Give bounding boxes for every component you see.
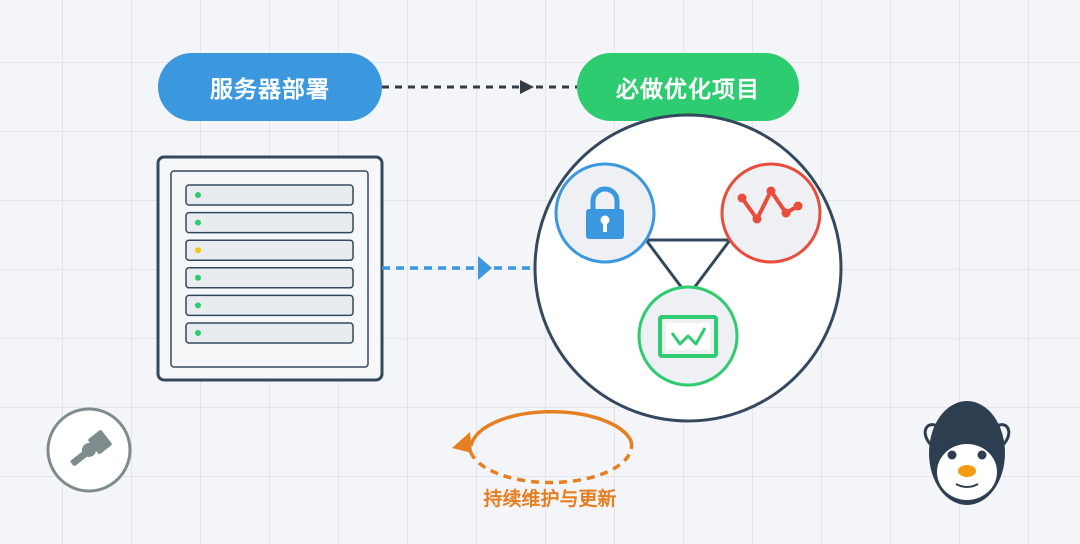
monitor-icon xyxy=(658,315,718,358)
optimization-items-pill: 必做优化项目 xyxy=(577,53,799,121)
server-slot xyxy=(185,322,354,344)
monitoring-node xyxy=(720,162,822,264)
server-slot xyxy=(185,184,354,206)
server-status-light xyxy=(195,219,201,226)
top-connector-arrow xyxy=(382,80,577,94)
server-slot xyxy=(185,239,354,261)
server-slot xyxy=(185,267,354,289)
penguin-mascot-icon xyxy=(923,401,1011,505)
tool-icon xyxy=(46,407,132,493)
triangle-connector xyxy=(643,238,733,299)
server-slot xyxy=(185,211,354,234)
server-status-light xyxy=(195,330,201,336)
lock-icon xyxy=(586,186,624,239)
server-deployment-label: 服务器部署 xyxy=(210,77,330,103)
maintenance-cycle-label: 持续维护与更新 xyxy=(483,488,617,510)
server-to-optimization-arrow xyxy=(382,256,540,280)
server-status-light xyxy=(195,247,201,254)
optimization-items-label: 必做优化项目 xyxy=(616,77,760,103)
server-status-light xyxy=(195,274,201,281)
line-chart-icon xyxy=(737,186,803,224)
server-status-light xyxy=(195,302,201,309)
server-rack-icon xyxy=(156,155,384,382)
security-node xyxy=(554,162,656,264)
server-status-light xyxy=(195,192,201,198)
dashboard-node xyxy=(637,285,739,387)
server-deployment-pill: 服务器部署 xyxy=(158,53,382,121)
maintenance-cycle-arrow xyxy=(452,409,634,485)
server-slot xyxy=(185,294,354,317)
